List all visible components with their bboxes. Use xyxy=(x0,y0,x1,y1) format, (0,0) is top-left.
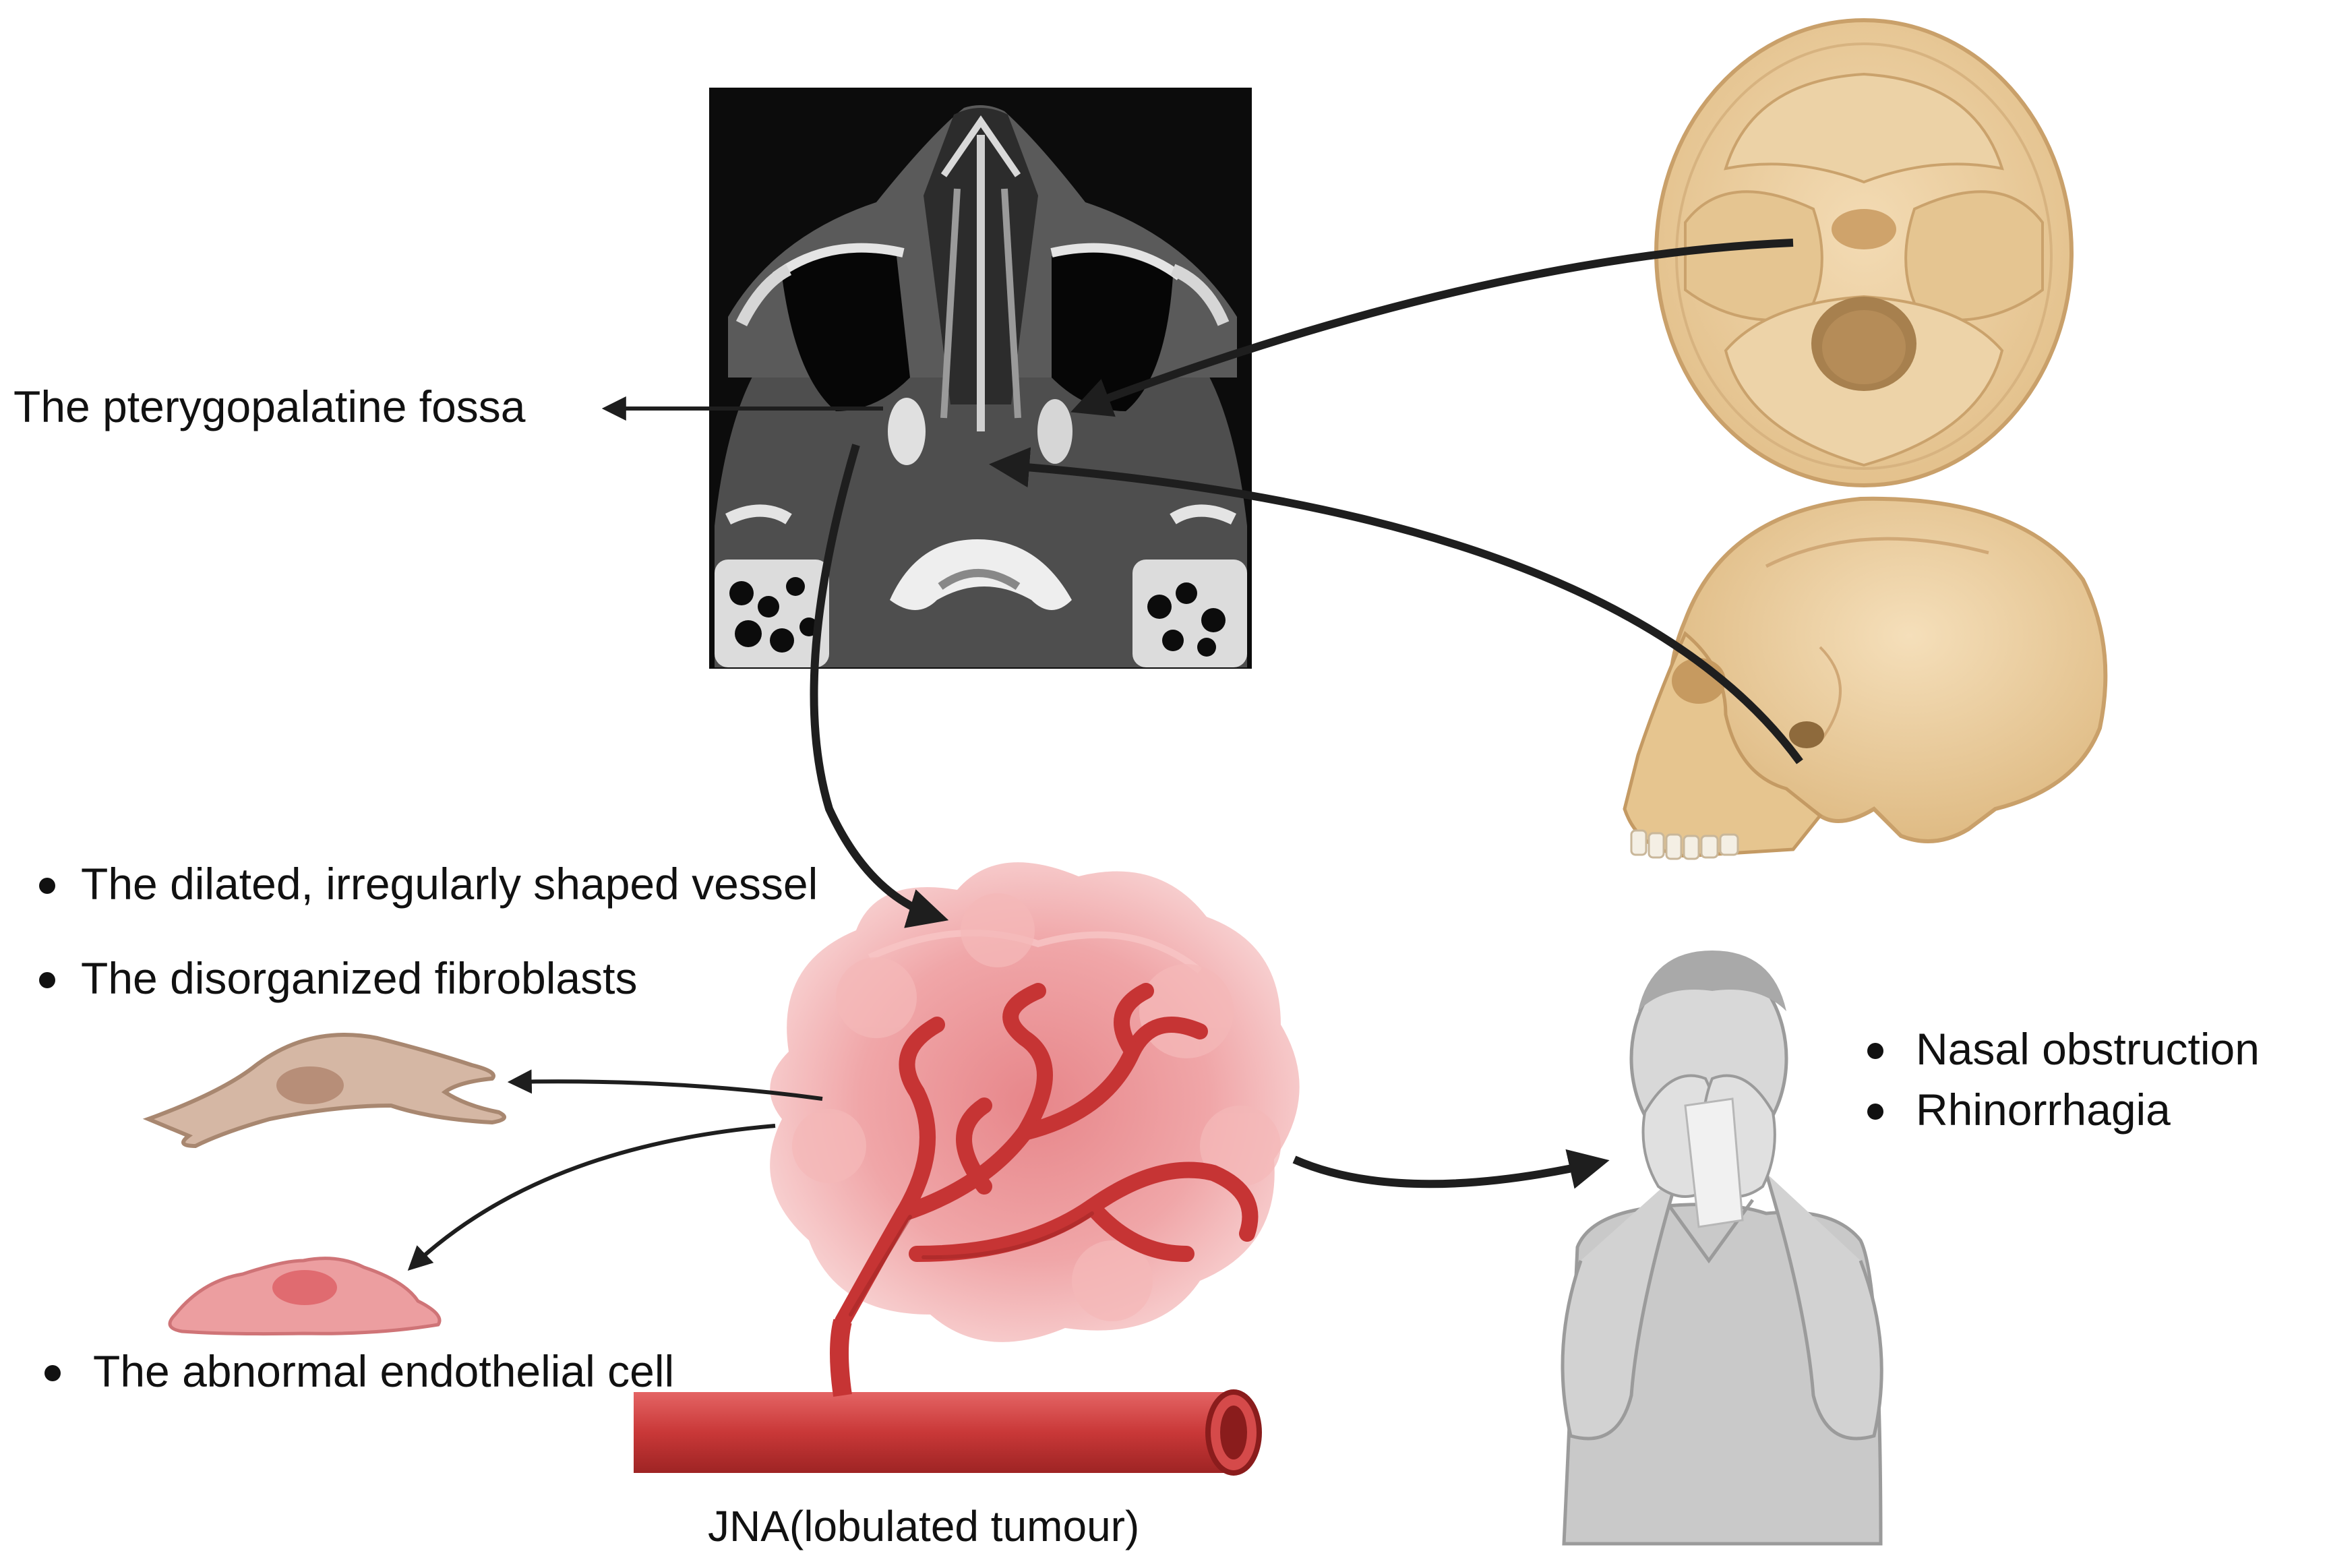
label-disorganized-fibroblasts: The disorganized fibroblasts xyxy=(81,953,638,1003)
label-dilated-vessel: The dilated, irregularly shaped vessel xyxy=(81,859,818,909)
label-abnormal-endothelial-cell: The abnormal endothelial cell xyxy=(93,1346,675,1396)
label-pterygopalatine-fossa: The pterygopalatine fossa xyxy=(13,382,526,431)
label-nasal-obstruction: Nasal obstruction xyxy=(1916,1024,2260,1074)
caption-jna: JNA(lobulated tumour) xyxy=(708,1502,1140,1550)
bullet-marker xyxy=(1867,1104,1883,1120)
bullet-marker xyxy=(44,1365,61,1381)
fibroblast-cell xyxy=(142,1033,506,1149)
arrows xyxy=(407,239,1803,1271)
arrow-ct-to-tumour xyxy=(810,444,949,928)
skull-base-top-view xyxy=(1654,18,2074,487)
person-nosebleed xyxy=(1561,951,1883,1546)
arrow-tumour-to-fibroblast xyxy=(507,1069,823,1101)
ct-scan-image xyxy=(709,88,1252,669)
endothelial-cell xyxy=(168,1257,442,1336)
arrow-tumour-to-endothelial xyxy=(407,1124,776,1271)
arrow-skull-top-to-ct xyxy=(1070,239,1794,417)
arrow-tumour-to-person xyxy=(1292,1149,1610,1189)
label-rhinorrhagia: Rhinorrhagia xyxy=(1916,1085,2171,1135)
tumour-vessel-cluster xyxy=(634,862,1300,1476)
feeder-artery xyxy=(634,1319,1262,1476)
bullet-marker xyxy=(39,878,55,894)
skull-side-view xyxy=(1623,496,2108,860)
bullet-marker xyxy=(1867,1043,1883,1059)
bullet-marker xyxy=(39,972,55,988)
arrow-skull-side-to-ct xyxy=(989,447,1803,764)
